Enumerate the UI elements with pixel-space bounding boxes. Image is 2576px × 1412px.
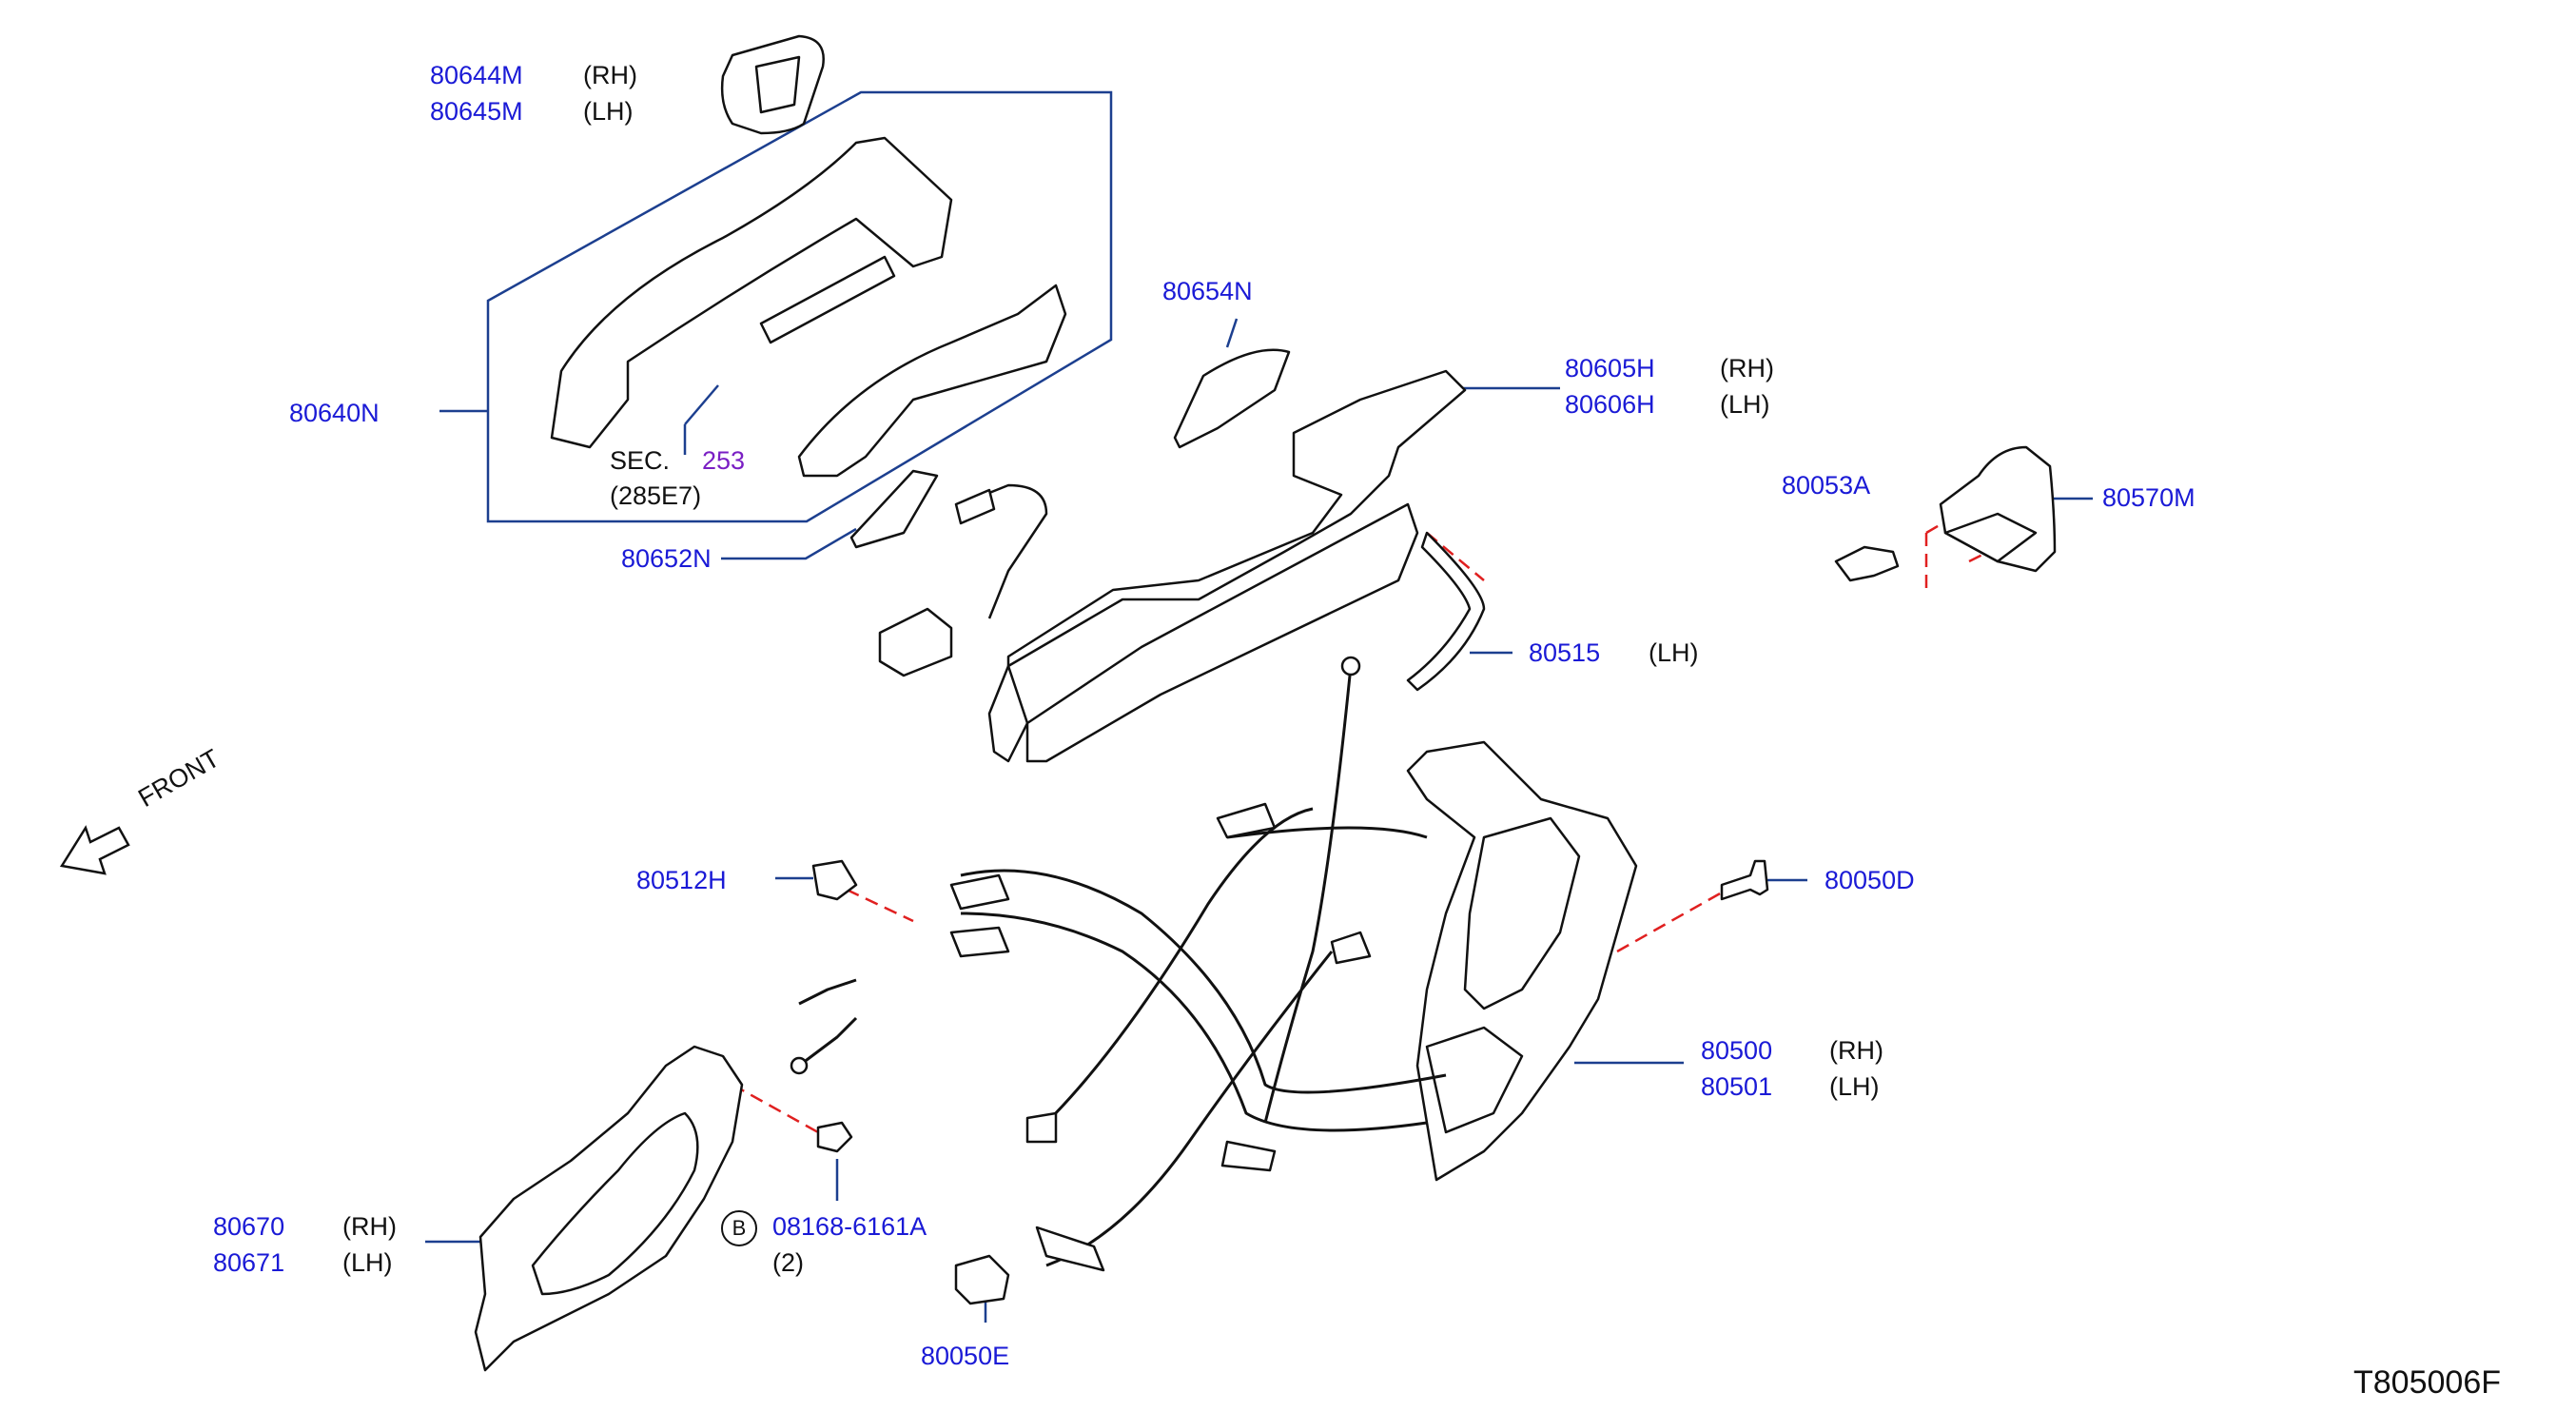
- clip-drawing: [811, 859, 858, 901]
- callout-80050E: 80050E: [921, 1342, 1010, 1370]
- harness-connector-drawing: [878, 607, 953, 677]
- grommet-80050E-drawing: [954, 1254, 1010, 1305]
- callout-80671: 80671: [213, 1248, 285, 1277]
- side-lh: (LH): [1829, 1072, 1880, 1101]
- callout-80640N: 80640N: [289, 399, 380, 427]
- side-rh: (RH): [1720, 354, 1774, 382]
- callout-80654N: 80654N: [1162, 277, 1253, 305]
- callout-80570M: 80570M: [2102, 483, 2195, 512]
- rod-drawing: [1406, 531, 1486, 692]
- callout-80515: 80515: [1529, 638, 1601, 667]
- part-drawings: [474, 34, 2057, 1372]
- side-lh: (LH): [583, 97, 634, 126]
- callout-80645M: 80645M: [430, 97, 523, 126]
- callout-80605H: 80605H: [1565, 354, 1655, 382]
- front-arrow-icon: [59, 825, 130, 875]
- callout-80500: 80500: [1701, 1036, 1773, 1065]
- leader-lines: [425, 90, 2093, 1323]
- bolt-badge-b: B: [721, 1210, 757, 1246]
- bolt-80053A-drawing: [1834, 545, 1900, 582]
- side-rh: (RH): [1829, 1036, 1883, 1065]
- outer-handle-drawing: [550, 136, 953, 449]
- callout-80501: 80501: [1701, 1072, 1773, 1101]
- callout-80670: 80670: [213, 1212, 285, 1241]
- side-rh: (RH): [342, 1212, 397, 1241]
- callout-80652N: 80652N: [621, 544, 712, 573]
- screw-80050D-drawing: [1720, 859, 1769, 901]
- sec-number: 253: [702, 446, 746, 475]
- escutcheon-drawing: [1173, 348, 1291, 449]
- drawing-code: T805006F: [2353, 1364, 2501, 1401]
- callout-80512H: 80512H: [636, 866, 727, 894]
- handle-base-drawing: [797, 284, 1067, 478]
- side-lh: (LH): [342, 1248, 393, 1277]
- bolt-qty: (2): [772, 1248, 804, 1277]
- callout-80606H: 80606H: [1565, 390, 1655, 419]
- callout-80050D: 80050D: [1825, 866, 1915, 894]
- handle-bracket-drawing: [1006, 369, 1467, 668]
- side-rh: (RH): [583, 61, 637, 89]
- callout-08168-6161A: 08168-6161A: [772, 1212, 927, 1241]
- sec-label: SEC.: [610, 446, 671, 475]
- sec-ref: (285E7): [610, 481, 702, 510]
- gasket-drawing: [849, 469, 939, 549]
- bolt-08168-drawing: [816, 1121, 853, 1153]
- side-lh: (LH): [1649, 638, 1699, 667]
- callout-80053A: 80053A: [1782, 471, 1871, 500]
- callout-80644M: 80644M: [430, 61, 523, 89]
- side-lh: (LH): [1720, 390, 1770, 419]
